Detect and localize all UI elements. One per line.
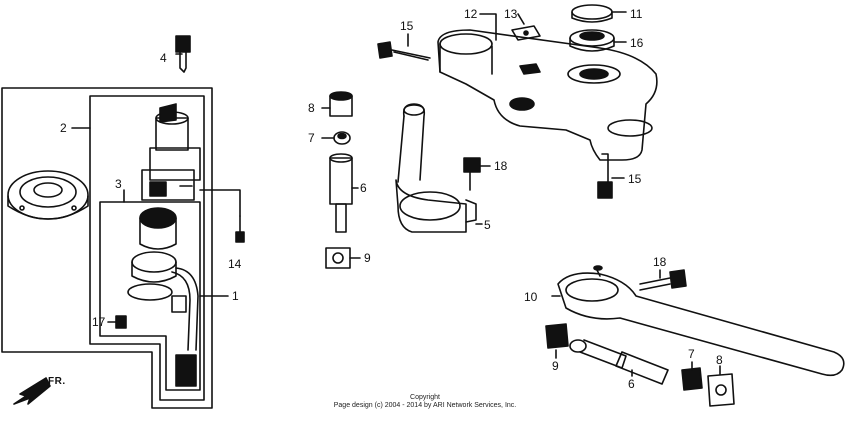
- nut-8-lower: [707, 373, 735, 407]
- nut-9: [325, 247, 351, 269]
- leader-12: [479, 13, 497, 41]
- footer-copyright-text: Page design (c) 2004 - 2014 by ARI Netwo…: [333, 402, 517, 409]
- plate-13: [511, 25, 541, 41]
- left-handlebar: [395, 103, 477, 233]
- callout-6-upper: 6: [360, 181, 367, 195]
- switch-barrel: [127, 207, 177, 301]
- assembly-3-frame: [99, 201, 201, 391]
- bolt-15-lower: [597, 153, 613, 199]
- screw-17: [115, 315, 127, 329]
- callout-5: 5: [484, 218, 491, 232]
- callout-8-lower: 8: [716, 353, 723, 367]
- callout-8-upper: 8: [308, 101, 315, 115]
- callout-14: 14: [228, 257, 242, 271]
- callout-15-lower: 15: [628, 172, 642, 186]
- bolt-18-lower: [639, 269, 687, 291]
- callout-12: 12: [464, 7, 478, 21]
- nut-9-lower: [545, 323, 569, 349]
- pinch-bolt-6: [329, 153, 353, 233]
- bolt-15-upper: [377, 41, 431, 61]
- callout-16: 16: [630, 36, 644, 50]
- washer-7-lower: [681, 367, 703, 391]
- fuel-cap-ring: [7, 170, 89, 220]
- callout-7-lower: 7: [688, 347, 695, 361]
- callout-18-upper: 18: [494, 159, 508, 173]
- front-arrow-icon: [13, 377, 51, 405]
- footer-copyright-heading: Copyright: [410, 394, 440, 401]
- ignition-key: [175, 35, 191, 73]
- callout-2: 2: [60, 121, 67, 135]
- callout-9-upper: 9: [364, 251, 371, 265]
- callout-18-lower: 18: [653, 255, 667, 269]
- callout-10: 10: [524, 290, 538, 304]
- callout-7-upper: 7: [308, 131, 315, 145]
- callout-6-lower: 6: [628, 377, 635, 391]
- bolt-18-upper: [463, 157, 481, 191]
- leader-14: [199, 189, 241, 217]
- pinch-bolt-6-lower: [569, 339, 669, 385]
- callout-9-lower: 9: [552, 359, 559, 373]
- cap-16: [569, 29, 615, 52]
- assembly-2-inner-frame: [89, 95, 205, 401]
- ignition-switch-body: [141, 103, 201, 201]
- callout-1: 1: [232, 289, 239, 303]
- callout-13: 13: [504, 7, 518, 21]
- cap-11: [571, 4, 613, 23]
- screw-14: [235, 215, 245, 243]
- right-handlebar: [557, 265, 845, 377]
- top-bridge: [437, 29, 658, 161]
- steering-nut-8: [329, 91, 353, 117]
- callout-17: 17: [92, 315, 106, 329]
- callout-4: 4: [160, 51, 167, 65]
- front-label: FR.: [48, 376, 66, 387]
- callout-3: 3: [115, 177, 122, 191]
- callout-11: 11: [630, 7, 643, 21]
- assembly-2-frame: [1, 87, 213, 409]
- wire-harness: [171, 267, 199, 387]
- leader-13: [517, 13, 525, 25]
- callout-15-upper: 15: [400, 19, 414, 33]
- washer-7: [333, 131, 351, 145]
